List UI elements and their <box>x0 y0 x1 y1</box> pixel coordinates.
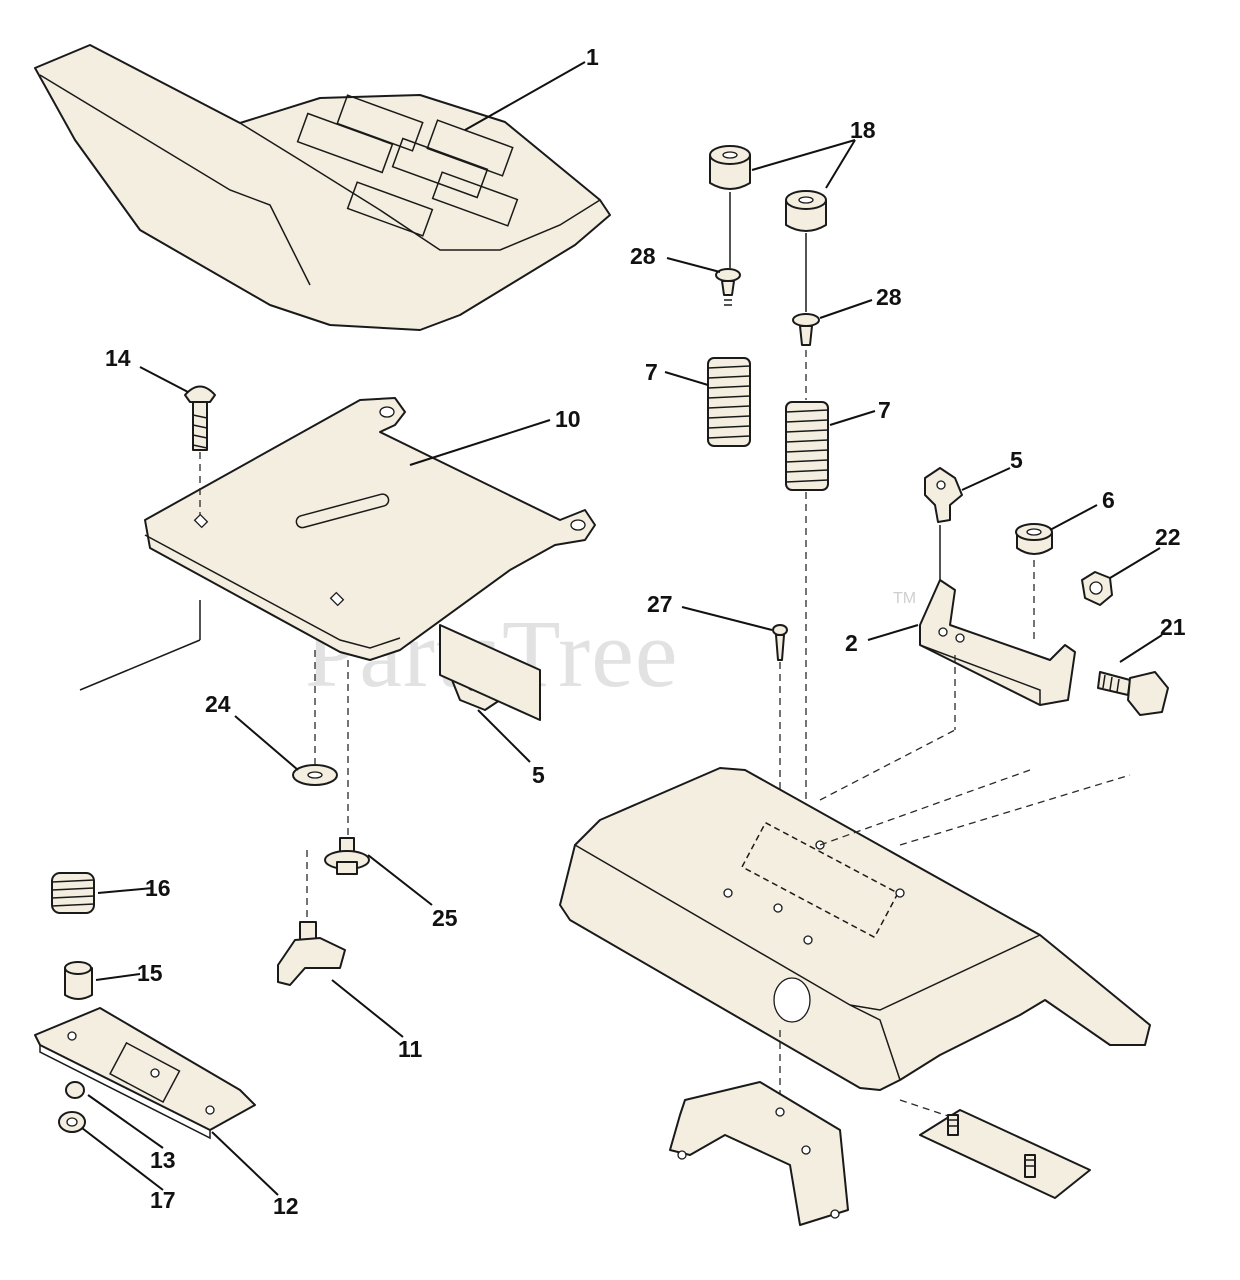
bushing-6[interactable] <box>1015 523 1053 555</box>
callout-21: 21 <box>1160 614 1186 640</box>
callout-5-left: 5 <box>532 762 545 788</box>
watermark-tm: TM <box>893 590 916 607</box>
seat-part[interactable] <box>34 44 611 331</box>
callout-17: 17 <box>150 1187 176 1213</box>
callout-25: 25 <box>432 905 458 931</box>
callout-27: 27 <box>647 591 673 617</box>
callout-2: 2 <box>845 630 858 656</box>
bracket-2[interactable] <box>919 579 1076 706</box>
callout-18: 18 <box>850 117 876 143</box>
callout-22: 22 <box>1155 524 1181 550</box>
carriage-bolt-14[interactable] <box>184 385 216 451</box>
lower-plate-studs[interactable] <box>919 1109 1091 1199</box>
screw-28-right[interactable] <box>792 313 820 346</box>
callout-7-right: 7 <box>878 397 891 423</box>
bumper-18-right[interactable] <box>785 190 827 232</box>
nut-13[interactable] <box>65 1081 85 1099</box>
callout-24: 24 <box>205 691 231 717</box>
screw-28-left[interactable] <box>715 268 741 306</box>
washer-17[interactable] <box>58 1111 86 1133</box>
callout-1: 1 <box>586 44 599 70</box>
spring-7-right[interactable] <box>785 401 829 491</box>
leader-lines <box>81 61 1163 1196</box>
lower-bracket-part[interactable] <box>669 1081 849 1226</box>
spring-16[interactable] <box>51 872 95 914</box>
callout-6: 6 <box>1102 487 1115 513</box>
spacer-15[interactable] <box>64 961 93 1000</box>
hex-nut-22[interactable] <box>1081 571 1113 606</box>
callout-12: 12 <box>273 1193 299 1219</box>
bolt-21[interactable] <box>1097 671 1169 716</box>
screw-27[interactable] <box>772 624 788 661</box>
spring-7-left[interactable] <box>707 357 751 447</box>
washer-24[interactable] <box>292 764 338 786</box>
callout-28-left: 28 <box>630 243 656 269</box>
callout-7-left: 7 <box>645 359 658 385</box>
seat-plate-part[interactable] <box>79 397 596 691</box>
latch-5-right[interactable] <box>924 467 963 523</box>
base-plate-12[interactable] <box>34 1007 256 1140</box>
callout-14: 14 <box>105 345 131 371</box>
callout-15: 15 <box>137 960 163 986</box>
fender-pan-part[interactable] <box>559 767 1151 1091</box>
callout-16: 16 <box>145 875 171 901</box>
callout-11: 11 <box>398 1036 423 1062</box>
bumper-18-left[interactable] <box>709 145 751 190</box>
callout-28-right: 28 <box>876 284 902 310</box>
knob-11[interactable] <box>277 921 346 986</box>
callout-13: 13 <box>150 1147 176 1173</box>
callout-5-right: 5 <box>1010 447 1023 473</box>
callout-10: 10 <box>555 406 581 432</box>
stud-bolt-25[interactable] <box>324 837 370 875</box>
latch-5-left[interactable] <box>439 624 541 721</box>
callouts: 1 18 28 28 14 10 7 7 5 6 22 27 2 21 24 5… <box>105 44 1186 1219</box>
